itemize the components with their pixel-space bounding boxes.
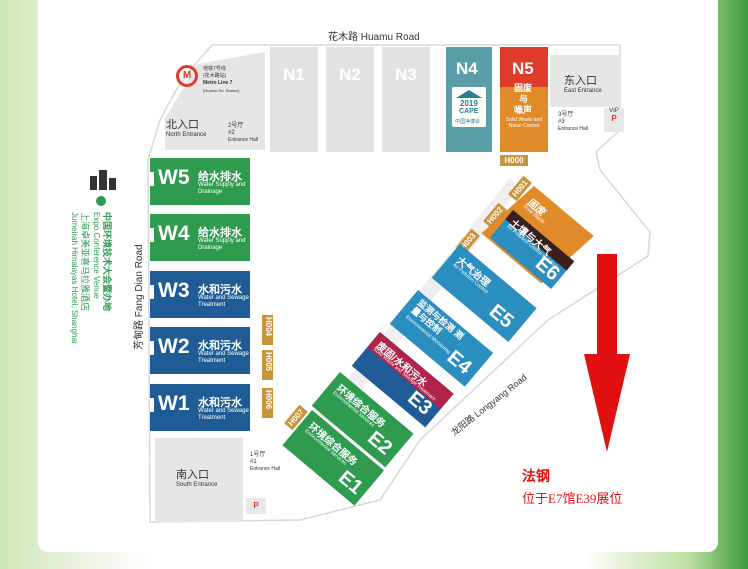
corridor-h006: H006 [262, 388, 273, 418]
venue-label: 中国环境技术大会暨办地 Expo Conference Venue 上海卓美亚喜… [70, 212, 112, 344]
red-arrow [584, 254, 630, 452]
parking-icon: P [611, 114, 617, 123]
hall-n3[interactable]: N3 [382, 47, 430, 152]
south-entrance: 南入口 South Entrance [176, 469, 218, 488]
venue-building-icon [90, 170, 116, 190]
hall-w2[interactable]: W2 水和污水 Water and Sewage Treatment [150, 327, 250, 374]
north-entrance: 北入口 North Entrance [166, 119, 207, 138]
hall-n5[interactable]: N5 固废 与 噪声 Solid Waste and Noise Control [500, 47, 548, 152]
corridor-h005: H005 [262, 350, 273, 380]
hall-w5[interactable]: W5 给水排水 Water Supply and Drainage [150, 158, 250, 205]
entrance-hall-1: 1号厅 #1 Entrance Hall [250, 452, 281, 472]
hall-w3[interactable]: W3 水和污水 Water and Sewage Treatment [150, 271, 250, 318]
exhibitor-callout: 法钢 位于E7馆E39展位 [522, 466, 622, 507]
hall-n4[interactable]: N4 2019 CAPE 中国净博会 [446, 47, 492, 152]
hall-n1[interactable]: N1 [270, 47, 318, 152]
hall-n2[interactable]: N2 [326, 47, 374, 152]
hall-w4[interactable]: W4 给水排水 Water Supply and Drainage [150, 214, 250, 261]
entrance-hall-3: 3号厅 #3 Entrance Hall [558, 112, 589, 132]
entrance-hall-2: 2号厅 #2 Entrance Hall [228, 123, 259, 143]
cape-badge: 2019 CAPE 中国净博会 [452, 87, 486, 127]
booth-location: 位于E7馆E39展位 [522, 491, 623, 506]
hall-w1[interactable]: W1 水和污水 Water and Sewage Treatment [150, 384, 250, 431]
east-entrance: 东入口 East Entrance [564, 75, 602, 94]
house-icon [456, 90, 482, 98]
parking-south: P [246, 498, 266, 514]
fangdian-road-label: 芳甸路 Fang Dian Road [134, 244, 145, 350]
vip-parking: VIP P [604, 108, 624, 132]
corridor-h000: H000 [500, 155, 528, 166]
brand-name: 法钢 [522, 468, 550, 484]
metro-label: 地铁7号线 (花木路站) Metro Line 7 (Huamu Rd. Sta… [203, 66, 240, 93]
corridor-h004: H004 [262, 315, 273, 345]
huamu-road-label: 花木路 Huamu Road [328, 32, 420, 43]
venue-pin-icon [96, 196, 106, 206]
metro-icon: M [176, 65, 198, 87]
